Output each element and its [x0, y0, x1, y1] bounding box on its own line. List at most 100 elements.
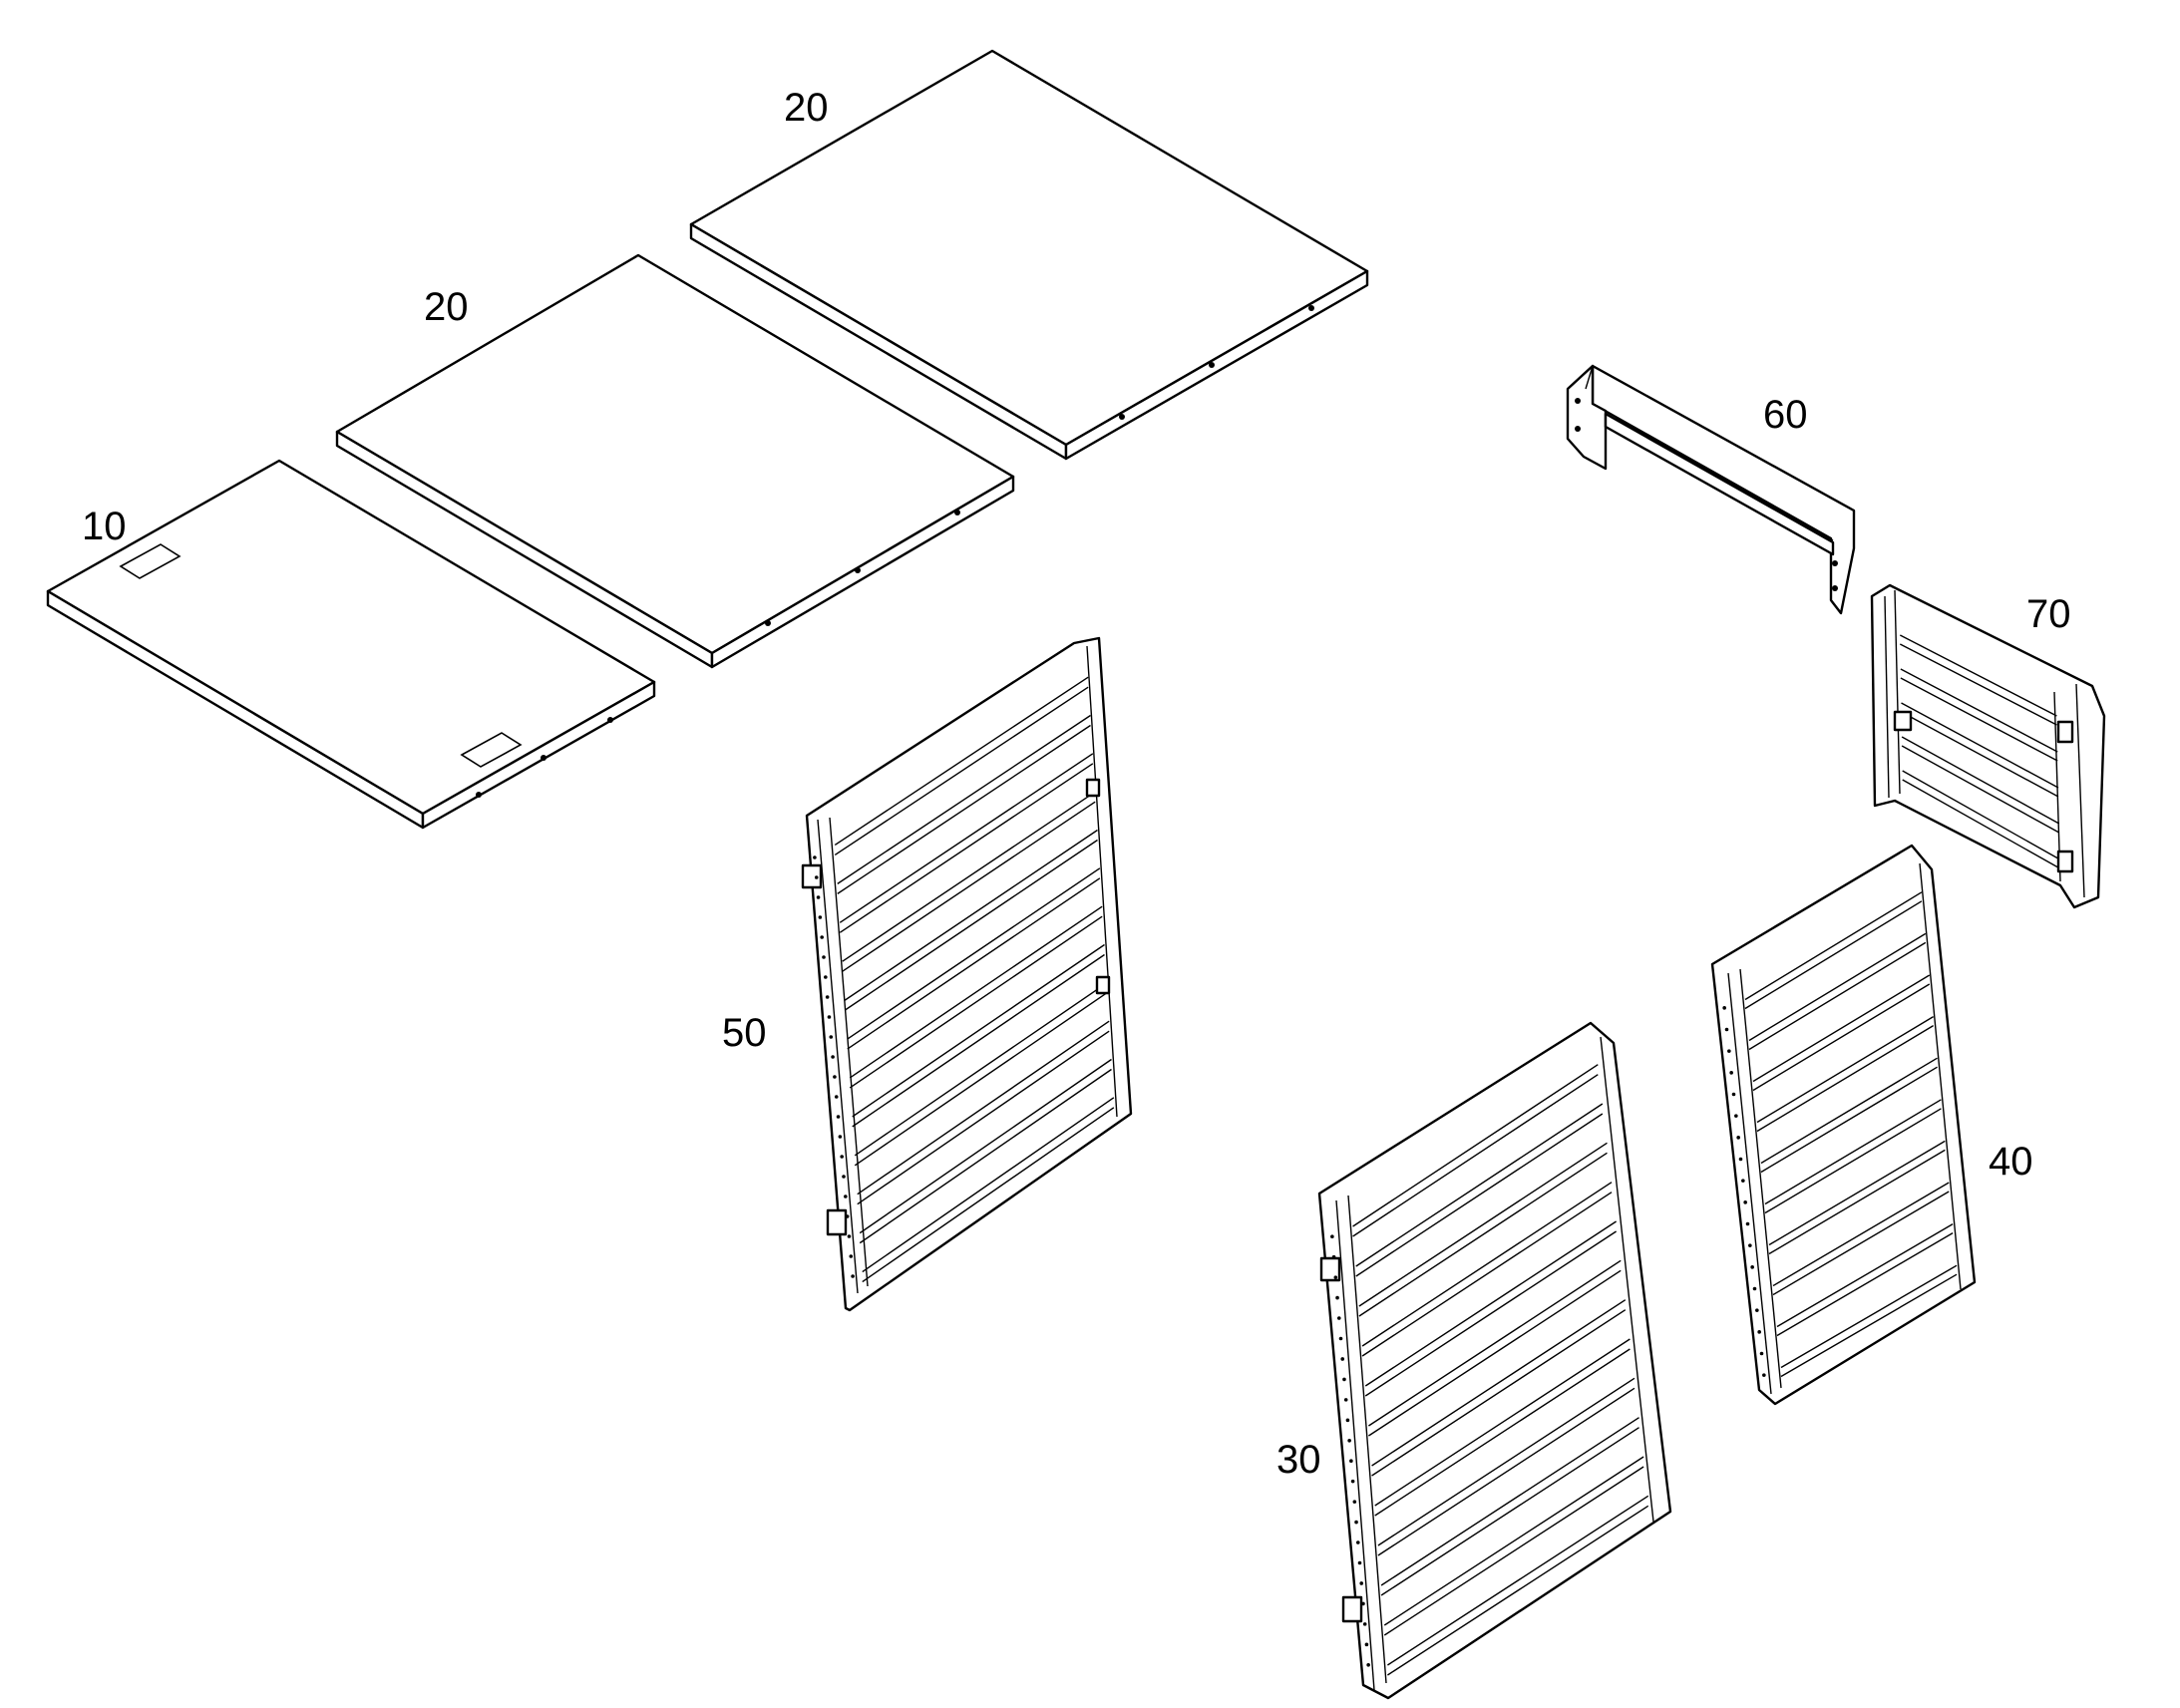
callout-60: 60	[1763, 393, 1808, 437]
mount-hole	[849, 1254, 854, 1258]
louver-slat-50-9	[854, 982, 1108, 1157]
mount-hole	[829, 1035, 834, 1039]
mount-hole	[1729, 1071, 1733, 1075]
mount-hole	[834, 1095, 839, 1099]
mount-hole	[1752, 1286, 1757, 1291]
louver-slat-50-6	[847, 867, 1101, 1040]
louver-slat-50-2	[837, 714, 1091, 884]
louver-slat-40-7	[1768, 1140, 1946, 1246]
louver-slat-40-5	[1760, 1057, 1938, 1165]
mount-hole	[1759, 1351, 1764, 1356]
louver-panel-40	[1710, 844, 1977, 1406]
mount-hole	[1331, 1254, 1336, 1259]
louver-slat-70-5	[1902, 770, 2060, 860]
mount-hole	[1343, 1398, 1348, 1402]
louver-slat-40-1	[1744, 891, 1923, 1001]
callout-20-middle: 20	[424, 285, 469, 329]
hinge-bottom-50	[826, 1208, 848, 1236]
mount-hole	[1342, 1377, 1346, 1382]
louver-slat-50-3	[839, 753, 1094, 923]
callout-70: 70	[2026, 592, 2071, 636]
mount-hole	[1330, 1234, 1334, 1239]
panel-20-middle	[335, 253, 1015, 669]
mount-hole	[1748, 1243, 1752, 1247]
cutout-front	[460, 732, 523, 768]
louver-slat-40-8	[1772, 1182, 1950, 1287]
hinge-top-50	[801, 863, 823, 889]
callout-20-rear: 20	[784, 86, 829, 130]
mount-hole	[831, 1055, 835, 1059]
mount-hole	[838, 1135, 843, 1139]
mount-hole	[1757, 1330, 1761, 1334]
mount-hole	[1350, 1479, 1355, 1484]
mount-hole	[1734, 1114, 1738, 1118]
mount-hole	[1738, 1157, 1743, 1162]
louver-slat-30-6	[1368, 1259, 1622, 1427]
louver-slat-40-3	[1752, 974, 1931, 1083]
mount-hole	[1743, 1200, 1747, 1204]
mount-hole	[1762, 1373, 1766, 1377]
hinge-top-70	[2056, 720, 2074, 744]
louver-slat-50-5	[844, 829, 1098, 1001]
mount-hole	[820, 935, 824, 939]
panel-20-rear	[689, 49, 1369, 461]
mount-hole	[1335, 1295, 1339, 1300]
mount-hole	[1340, 1357, 1345, 1361]
latch-bottom-50	[1095, 975, 1111, 995]
mount-hole	[1727, 1049, 1731, 1053]
mount-hole	[1345, 1418, 1350, 1423]
latch-top-50	[1085, 778, 1101, 798]
beam-60	[1566, 364, 1856, 615]
hinge-bottom-30	[1341, 1595, 1363, 1623]
louver-slat-30-8	[1374, 1338, 1631, 1507]
mount-hole	[1366, 1662, 1370, 1667]
mount-hole	[842, 1175, 846, 1179]
louver-slat-30-9	[1377, 1377, 1635, 1546]
mount-hole	[840, 1155, 844, 1159]
mount-hole	[813, 855, 817, 859]
louver-slat-70-3	[1901, 702, 2059, 789]
louver-door-30	[1317, 1021, 1672, 1700]
mount-hole	[1755, 1308, 1759, 1312]
louver-slat-40-9	[1776, 1222, 1954, 1328]
louver-slat-30-4	[1361, 1182, 1613, 1347]
mount-hole	[1722, 1006, 1726, 1010]
louver-slat-40-6	[1764, 1099, 1942, 1205]
louver-slat-40-4	[1756, 1015, 1935, 1124]
mount-hole	[1352, 1500, 1357, 1504]
mount-hole	[1347, 1438, 1351, 1443]
louver-slat-50-7	[849, 905, 1103, 1079]
louver-slat-50-11	[859, 1058, 1112, 1234]
mount-hole	[1741, 1179, 1745, 1183]
louver-slat-50-4	[842, 791, 1096, 962]
louver-slat-30-2	[1355, 1103, 1604, 1267]
mount-hole	[1750, 1265, 1754, 1269]
mount-hole	[818, 915, 823, 919]
mount-hole	[1354, 1520, 1358, 1525]
louver-slat-50-10	[857, 1020, 1110, 1196]
callout-10: 10	[82, 505, 127, 548]
callout-40: 40	[1989, 1140, 2033, 1184]
louver-slat-40-2	[1748, 932, 1927, 1042]
louver-slat-50-1	[834, 676, 1089, 847]
louver-slat-30-5	[1364, 1220, 1618, 1387]
mount-hole	[1724, 1027, 1729, 1032]
latch-70	[1893, 710, 1913, 732]
hinge-bottom-70	[2056, 850, 2074, 873]
louver-slat-70-2	[1900, 668, 2058, 753]
mount-hole	[1359, 1581, 1364, 1585]
louver-slat-30-7	[1371, 1299, 1627, 1467]
mount-hole	[1736, 1136, 1740, 1140]
mount-hole	[825, 995, 830, 999]
hinge-top-30	[1319, 1256, 1341, 1282]
louver-slat-30-12	[1387, 1495, 1649, 1666]
callout-30: 30	[1276, 1438, 1321, 1482]
mount-hole	[845, 1214, 850, 1218]
louver-slat-50-8	[852, 943, 1105, 1118]
mount-hole	[1357, 1560, 1362, 1565]
mount-hole	[1355, 1540, 1360, 1544]
mount-hole	[816, 895, 821, 899]
mount-hole	[836, 1115, 841, 1119]
callout-50: 50	[722, 1011, 767, 1055]
